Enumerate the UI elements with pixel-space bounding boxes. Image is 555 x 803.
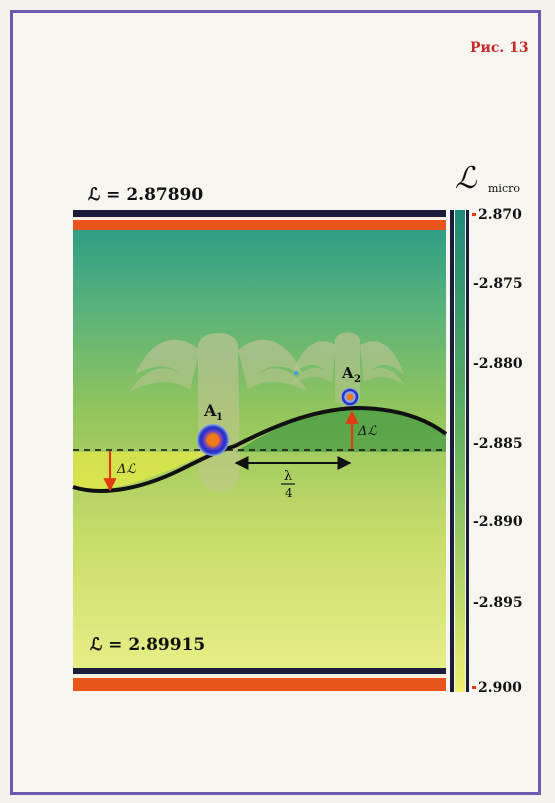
four-denominator: 4 <box>285 486 293 500</box>
tick-label: -2.875 <box>473 276 523 292</box>
particle-a2-ring <box>341 388 359 406</box>
tick-label: -2.885 <box>473 436 523 452</box>
label-a1-sub: 1 <box>216 412 223 423</box>
tick-label: -2.890 <box>473 514 523 530</box>
bottom-band-orange <box>73 678 446 691</box>
top-l-value: ℒ = 2.87890 <box>88 185 203 205</box>
scale-dark-strip <box>450 210 454 692</box>
label-a2-sub: 2 <box>354 374 361 385</box>
top-band-gap <box>73 217 446 220</box>
label-a1: A <box>203 401 217 420</box>
wave-curve <box>72 405 448 493</box>
lambda-symbol: λ <box>284 469 292 484</box>
figure-label: Рис. 13 <box>470 40 529 56</box>
tick-label: -2.895 <box>473 595 523 611</box>
tick-mark-bottom <box>472 686 476 689</box>
bump-fill <box>235 406 446 452</box>
scale-gradient <box>455 210 465 692</box>
top-band-orange <box>73 220 446 230</box>
ghost-shape-right <box>292 332 404 406</box>
bottom-l-value: ℒ = 2.89915 <box>90 635 205 655</box>
bottom-band-gap <box>73 674 446 678</box>
tick-label: -2.880 <box>473 356 523 372</box>
scale-ticks: 2.870 -2.875 -2.880 -2.885 -2.890 -2.895… <box>472 207 523 696</box>
bottom-band-dark <box>73 668 446 674</box>
blue-dot <box>294 371 298 375</box>
particle-a2-core <box>346 393 354 401</box>
particle-a1-core <box>207 434 219 446</box>
scale-edge <box>466 210 469 692</box>
label-a2: A <box>341 364 354 382</box>
delta-label-left: Δℒ <box>116 462 136 477</box>
delta-label-right: Δℒ <box>357 424 377 439</box>
tick-label: 2.870 <box>478 207 522 223</box>
particle-a1-ring <box>199 426 227 454</box>
top-band-dark <box>73 210 446 217</box>
tick-label: 2.900 <box>478 680 522 696</box>
tick-mark-top <box>472 213 476 216</box>
scale-header-symbol: ℒ <box>455 161 478 196</box>
scale-header-sub: micro <box>488 182 520 195</box>
